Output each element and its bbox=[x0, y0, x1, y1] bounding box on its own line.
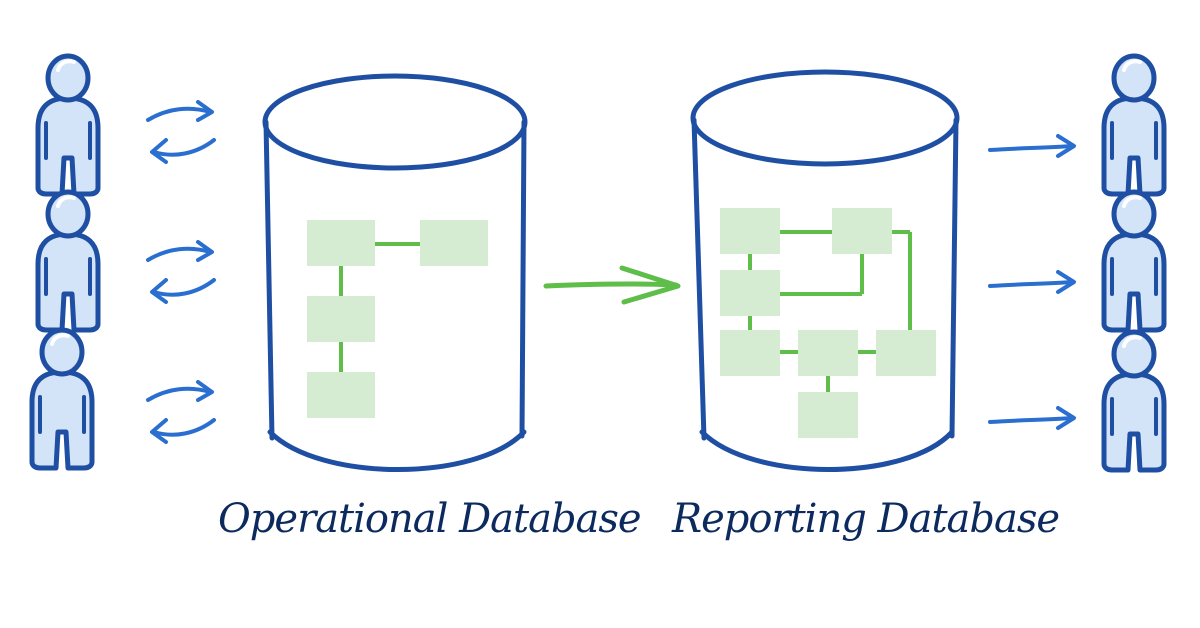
operational-database-label: Operational Database bbox=[218, 496, 642, 542]
operational-table-4 bbox=[307, 372, 375, 418]
reporting-database-label: Reporting Database bbox=[672, 496, 1060, 542]
operational-table-3 bbox=[307, 296, 375, 342]
reporting-table-3 bbox=[720, 270, 780, 316]
operational-table-2 bbox=[420, 220, 488, 266]
left-user-1-person-icon bbox=[38, 56, 98, 194]
reporting-schema bbox=[720, 208, 936, 438]
left-user-1-bidirectional-arrow-icon bbox=[146, 100, 216, 164]
reporting-table-4 bbox=[720, 330, 780, 376]
transfer-arrow-right-icon bbox=[543, 265, 681, 305]
operational-schema bbox=[307, 220, 488, 418]
right-user-1-arrow-right-icon bbox=[988, 134, 1076, 158]
left-user-2-person-icon bbox=[38, 192, 98, 330]
left-user-2-bidirectional-arrow-icon bbox=[146, 240, 216, 304]
reporting-table-2 bbox=[832, 208, 892, 254]
right-user-2-person-icon bbox=[1104, 192, 1164, 330]
operational-table-1 bbox=[307, 220, 375, 266]
left-user-3-person-icon bbox=[32, 330, 92, 468]
right-user-3-arrow-right-icon bbox=[988, 406, 1076, 430]
operational-database-cylinder bbox=[262, 73, 528, 472]
reporting-table-5 bbox=[798, 330, 858, 376]
reporting-table-6 bbox=[876, 330, 936, 376]
right-user-1-person-icon bbox=[1104, 56, 1164, 194]
left-user-3-bidirectional-arrow-icon bbox=[146, 380, 216, 444]
reporting-table-1 bbox=[720, 208, 780, 254]
right-user-2-arrow-right-icon bbox=[988, 270, 1076, 294]
reporting-table-7 bbox=[798, 392, 858, 438]
reporting-database-cylinder bbox=[690, 69, 960, 472]
right-user-3-person-icon bbox=[1104, 332, 1164, 470]
